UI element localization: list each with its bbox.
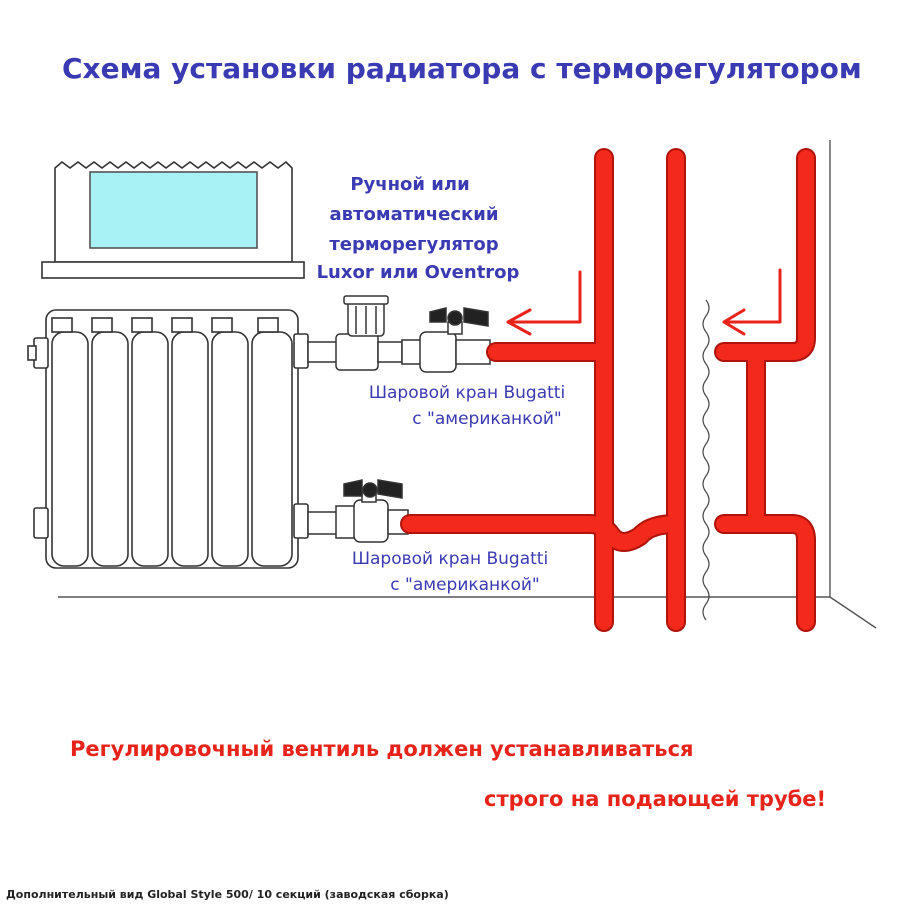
lower-ball-valve-icon: [307, 479, 409, 543]
thermostat-label-line1: Ручной или: [350, 174, 469, 195]
upper-valve-label-line2: с "американкой": [412, 409, 561, 429]
note-line1: Регулировочный вентиль должен устанавлив…: [70, 737, 694, 761]
upper-valve-label: Шаровой кран Bugatti с "американкой": [369, 383, 565, 429]
thermostat-label-line3: терморегулятор: [329, 234, 498, 255]
floor-wall: [58, 140, 877, 629]
thermostat-valve-icon: [307, 295, 403, 371]
note-line2: строго на подающей трубе!: [484, 787, 826, 811]
arrow-icon: [506, 270, 582, 336]
window-icon: [41, 160, 305, 279]
upper-valve-label-line1: Шаровой кран Bugatti: [369, 383, 565, 403]
wall-break-icon: [702, 299, 710, 621]
thermostat-label: Ручной или автоматический терморегулятор…: [317, 174, 520, 283]
thermostat-label-line4: Luxor или Oventrop: [317, 262, 520, 283]
diagram-title: Схема установки радиатора с терморегулят…: [62, 52, 862, 85]
lower-valve-label-line1: Шаровой кран Bugatti: [352, 549, 548, 569]
footer-caption: Дополнительный вид Global Style 500/ 10 …: [6, 888, 449, 901]
lower-valve-label-line2: с "американкой": [390, 575, 539, 595]
arrow-icon-right: [722, 268, 782, 336]
heating-pipes: [400, 148, 816, 632]
ball-valve-icon: [401, 307, 491, 373]
thermostat-label-line2: автоматический: [330, 204, 499, 225]
radiator-icon: [27, 309, 309, 569]
lower-valve-label: Шаровой кран Bugatti с "американкой": [352, 549, 548, 595]
